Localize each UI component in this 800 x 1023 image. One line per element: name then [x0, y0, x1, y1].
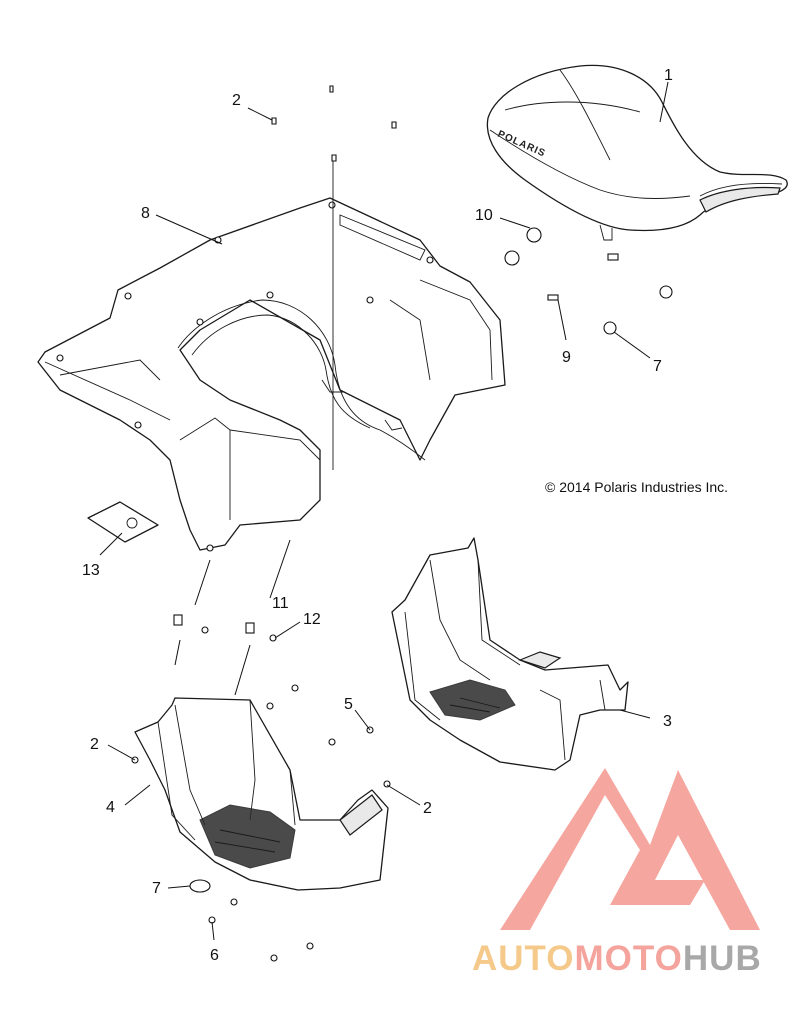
leader-lines: [99, 81, 669, 941]
rear-fender: [37, 197, 506, 552]
right-footwell: [391, 537, 629, 771]
watermark-wordmark: AUTOMOTOHUB: [472, 939, 762, 978]
callout-8: 8: [141, 205, 150, 222]
callout-1: 1: [664, 67, 673, 84]
seat: POLARIS: [486, 64, 788, 241]
watermark-word-part2: MOTO: [575, 939, 683, 978]
watermark-triangle-icon: [500, 768, 760, 930]
decal: [87, 501, 159, 543]
callout-3: 3: [663, 713, 672, 730]
callout-6: 6: [210, 947, 219, 964]
watermark-logo: [500, 768, 760, 930]
copyright-text: © 2014 Polaris Industries Inc.: [545, 479, 728, 495]
callout-12: 12: [303, 611, 321, 628]
callout-2: 2: [232, 92, 241, 109]
callout-13: 13: [82, 562, 100, 579]
callout-7b: 7: [152, 880, 161, 897]
callout-7: 7: [653, 358, 662, 375]
callout-2b: 2: [90, 736, 99, 753]
callout-11: 11: [272, 595, 289, 612]
callout-9: 9: [562, 349, 571, 366]
watermark-word-part3: HUB: [683, 939, 762, 978]
callout-2c: 2: [423, 800, 432, 817]
left-footwell: [134, 697, 389, 891]
callouts: 1 10 9 7 2 8 13 11 12 3 5 2 4 2 7 6: [82, 67, 673, 964]
callout-4: 4: [106, 799, 115, 816]
callout-10: 10: [475, 207, 493, 224]
watermark-word-part1: AUTO: [472, 939, 575, 978]
callout-5: 5: [344, 696, 353, 713]
